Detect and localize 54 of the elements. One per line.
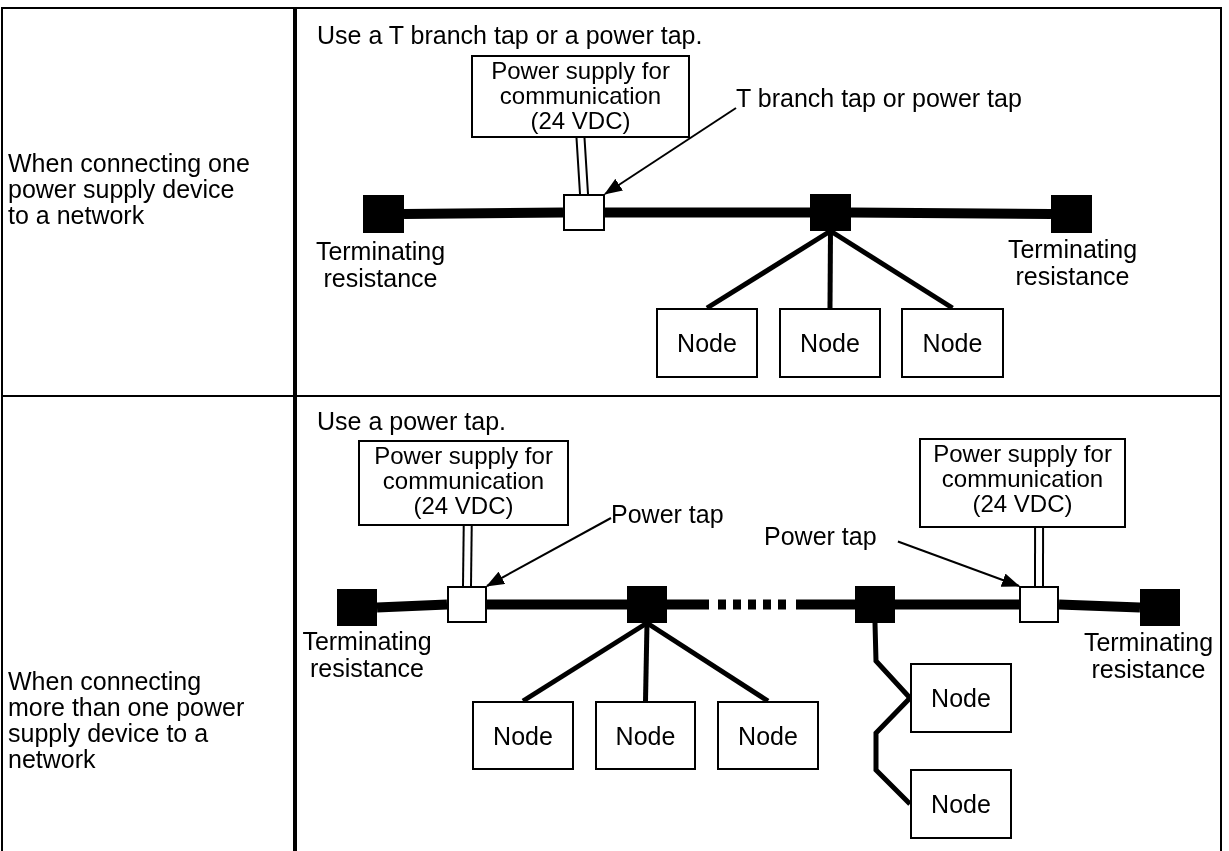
component-label: Terminating resistance: [1082, 629, 1215, 683]
power-supply-box: Power supply for communication (24 VDC): [358, 440, 569, 526]
row-heading: When connecting one power supply device to a network: [8, 150, 251, 228]
drop-cable: [872, 622, 912, 700]
callout-text: Power tap: [764, 522, 894, 552]
leader-arrow: [486, 517, 612, 587]
table-cell: [295, 7, 1222, 397]
branch-block: [855, 586, 895, 623]
table-cell: [1, 395, 295, 851]
tap-square: [563, 194, 605, 231]
node-box: Node: [901, 308, 1004, 378]
drop-cable: [829, 228, 954, 311]
table-cell: [295, 395, 1222, 851]
terminator-block: [1051, 195, 1092, 233]
callout-text: Power tap: [611, 500, 741, 530]
node-box: Node: [910, 769, 1012, 839]
branch-block: [627, 586, 667, 623]
component-label: Terminating resistance: [314, 238, 447, 292]
drop-cable: [873, 696, 912, 806]
power-cable: [1034, 527, 1045, 587]
trunk-cable: [1058, 599, 1141, 613]
trunk-cable: [487, 599, 627, 610]
tap-square: [447, 586, 487, 623]
drop-cable: [827, 231, 833, 308]
component-label: Terminating resistance: [1006, 236, 1139, 290]
power-cable: [462, 525, 473, 587]
power-supply-box: Power supply for communication (24 VDC): [471, 55, 690, 138]
instruction-text: Use a power tap.: [317, 408, 507, 434]
node-box: Node: [910, 663, 1012, 733]
instruction-text: Use a T branch tap or a power tap.: [317, 22, 704, 48]
leader-arrow: [604, 107, 737, 195]
node-box: Node: [472, 701, 574, 770]
table-cell: [1, 7, 295, 397]
leader-arrow: [896, 540, 1020, 587]
trunk-cable: [376, 599, 448, 613]
node-box: Node: [656, 308, 758, 378]
trunk-cable: [850, 207, 1052, 219]
terminator-block: [1140, 589, 1180, 626]
power-cable: [575, 137, 589, 195]
component-label: Terminating resistance: [301, 628, 433, 682]
tap-square: [1019, 586, 1059, 623]
trunk-cable: [403, 207, 564, 219]
trunk-cable: [667, 599, 855, 610]
node-box: Node: [779, 308, 881, 378]
node-box: Node: [717, 701, 819, 770]
terminator-block: [363, 195, 404, 233]
terminator-block: [337, 589, 377, 626]
callout-text: T branch tap or power tap: [736, 84, 1046, 114]
trunk-cable: [895, 599, 1019, 610]
trunk-cable: [605, 207, 810, 218]
power-supply-box: Power supply for communication (24 VDC): [919, 438, 1126, 528]
node-box: Node: [595, 701, 696, 770]
row-heading: When connecting more than one power supply device to a network: [8, 668, 246, 772]
branch-block: [810, 194, 851, 231]
